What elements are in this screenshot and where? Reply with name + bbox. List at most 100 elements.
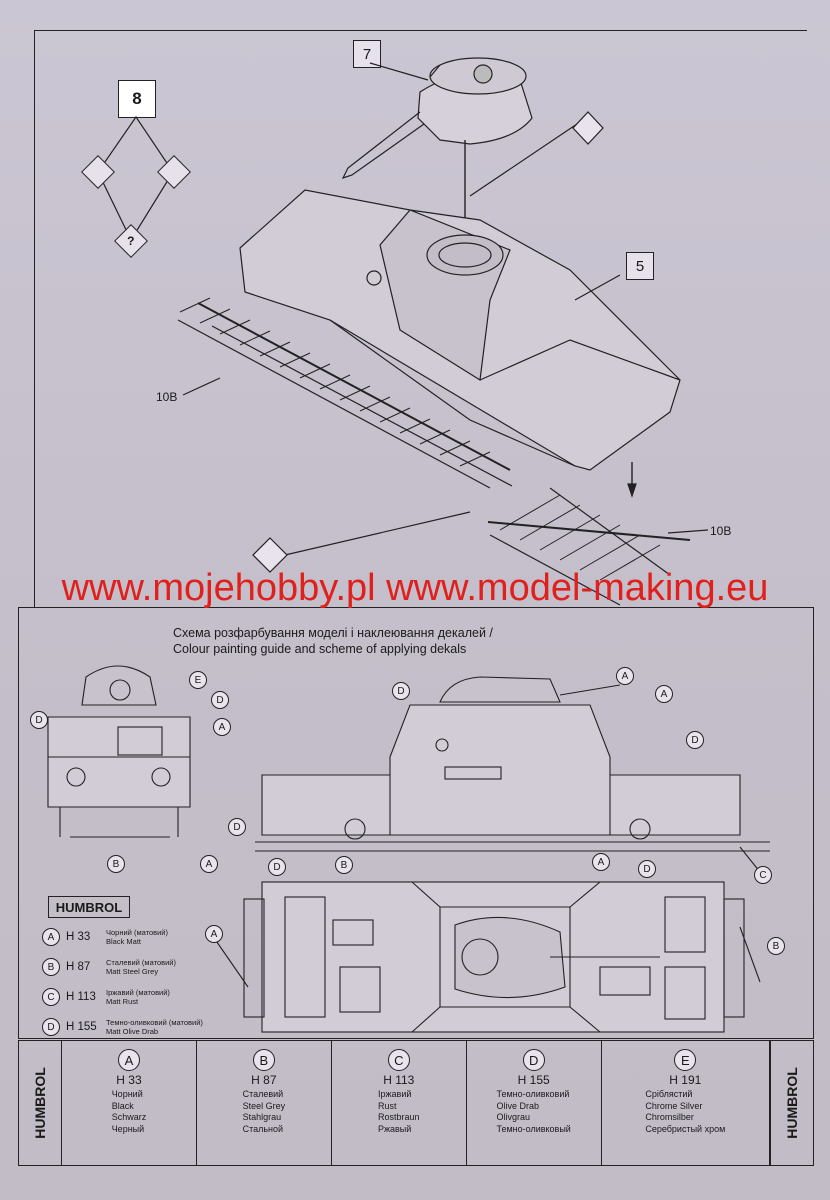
- callout-d-front-left: D: [30, 711, 48, 729]
- paint-name-b-en: Steel Grey: [242, 1100, 286, 1111]
- paint-column-a: A H 33 Чорний Black Schwarz Черный: [62, 1041, 197, 1165]
- callout-a-front: A: [213, 718, 231, 736]
- legend-en-d: Matt Olive Drab: [106, 1027, 159, 1036]
- paint-name-c-ru: Ржавый: [378, 1123, 412, 1134]
- part-10b-right-label: 10B: [710, 524, 732, 538]
- paint-column-c: C H 113 Іржавий Rust Rostbraun Ржавый: [332, 1041, 467, 1165]
- legend-ua-b: Сталевий (матовий): [106, 958, 176, 967]
- paint-name-e-en: Chrome Silver: [645, 1100, 703, 1111]
- color-guide-title-ua: Схема розфарбування моделі і наклеювання…: [173, 626, 493, 640]
- callout-a-side: A: [616, 667, 634, 685]
- step-8-box: 8: [118, 80, 156, 118]
- step-7-box: 7: [353, 40, 381, 68]
- paint-table-side-left: HUMBROL: [19, 1041, 62, 1165]
- paint-name-e-ru: Серебристый хром: [645, 1123, 726, 1134]
- legend-ua-d: Темно-оливковий (матовий): [106, 1018, 203, 1027]
- hull-drawing: [239, 123, 681, 498]
- paint-table-side-label-right: HUMBROL: [784, 1067, 800, 1139]
- website-watermark: www.mojehobby.pl www.model-making.eu: [61, 567, 769, 609]
- callout-a-side-2: A: [655, 685, 673, 703]
- legend-text-a: Чорний (матовий) Black Matt: [106, 928, 168, 946]
- step-5-box: 5: [626, 252, 654, 280]
- legend-mark-b: B: [42, 958, 60, 976]
- color-guide-drawings: [47, 665, 770, 1033]
- paint-table-side-label-left: HUMBROL: [32, 1067, 48, 1139]
- paint-name-a-en: Black: [111, 1100, 134, 1111]
- humbrol-legend-title: HUMBROL: [48, 896, 130, 918]
- callout-b-top: B: [767, 937, 785, 955]
- paint-mark-b: B: [252, 1049, 275, 1071]
- paint-table: HUMBROL A H 33 Чорний Black Schwarz Черн…: [18, 1040, 814, 1166]
- legend-text-c: Іржавий (матовий) Matt Rust: [106, 988, 170, 1006]
- front-view-drawing: [47, 665, 191, 838]
- color-guide-frame: [18, 607, 814, 1039]
- paint-name-c-de: Rostbraun: [378, 1112, 420, 1122]
- legend-text-b: Сталевий (матовий) Matt Steel Grey: [106, 958, 176, 976]
- callout-d-front: D: [211, 691, 229, 709]
- callout-d-side: D: [392, 682, 410, 700]
- legend-row-c: C H 113 Іржавий (матовий) Matt Rust: [42, 988, 170, 1006]
- paint-mark-c: C: [387, 1049, 410, 1071]
- paint-name-b-de: Stahlgrau: [242, 1112, 282, 1122]
- legend-code-d: H 155: [66, 1021, 97, 1033]
- paint-name-c-en: Rust: [378, 1100, 397, 1111]
- legend-row-d: D H 155 Темно-оливковий (матовий) Matt O…: [42, 1018, 203, 1036]
- legend-mark-a: A: [42, 928, 60, 946]
- paint-mark-e: E: [674, 1049, 697, 1071]
- paint-name-d-ru: Темно-оливковый: [496, 1123, 571, 1134]
- callout-d-side-right: D: [686, 731, 704, 749]
- side-view-drawing: [255, 676, 770, 852]
- paint-name-a-ru: Черный: [111, 1123, 145, 1134]
- callout-d-side-bottom: D: [638, 860, 656, 878]
- part-10b-left-label: 10B: [156, 390, 178, 404]
- paint-name-c-ua: Іржавий: [378, 1089, 412, 1099]
- paint-column-b: B H 87 Сталевий Steel Grey Stahlgrau Ста…: [197, 1041, 332, 1165]
- legend-code-a: H 33: [66, 931, 91, 943]
- paint-name-d-ua: Темно-оливковий: [496, 1089, 570, 1099]
- legend-mark-d: D: [42, 1018, 60, 1036]
- callout-a-top: A: [205, 925, 223, 943]
- paint-name-e-de: Chromsilber: [645, 1112, 694, 1122]
- legend-en-a: Black Matt: [106, 937, 142, 946]
- legend-en-c: Matt Rust: [106, 997, 139, 1006]
- paint-code-e: H 191: [669, 1073, 702, 1087]
- turret-drawing: [341, 57, 533, 180]
- legend-row-a: A H 33 Чорний (матовий) Black Matt: [42, 928, 168, 946]
- callout-b-side: B: [335, 856, 353, 874]
- legend-row-b: B H 87 Сталевий (матовий) Matt Steel Gre…: [42, 958, 176, 976]
- paint-code-b: H 87: [251, 1073, 277, 1087]
- callout-d-side-left: D: [268, 858, 286, 876]
- paint-column-d: D H 155 Темно-оливковий Olive Drab Olivg…: [467, 1041, 602, 1165]
- paint-table-side-right: HUMBROL: [770, 1041, 813, 1165]
- legend-text-d: Темно-оливковий (матовий) Matt Olive Dra…: [106, 1018, 203, 1036]
- top-view-drawing: [243, 881, 745, 1033]
- callout-a-side-bottom: A: [592, 853, 610, 871]
- paint-name-d-de: Olivgrau: [496, 1112, 530, 1122]
- callout-a-front-bottom: A: [200, 855, 218, 873]
- paint-name-a-ua: Чорний: [111, 1089, 143, 1099]
- legend-en-b: Matt Steel Grey: [106, 967, 159, 976]
- paint-code-c: H 113: [383, 1073, 415, 1087]
- legend-code-b: H 87: [66, 961, 91, 973]
- color-guide-title-en: Colour painting guide and scheme of appl…: [173, 642, 467, 656]
- assembly-drawing: [97, 57, 709, 606]
- rail-section-drawing: [177, 297, 709, 606]
- paint-name-a-de: Schwarz: [111, 1112, 147, 1122]
- color-guide-title: Схема розфарбування моделі і наклеювання…: [173, 625, 493, 657]
- callout-b-front: B: [107, 855, 125, 873]
- legend-ua-a: Чорний (матовий): [106, 928, 168, 937]
- paint-name-b-ru: Стальной: [242, 1123, 284, 1134]
- callout-d-front-right: D: [228, 818, 246, 836]
- paint-name-d-en: Olive Drab: [496, 1100, 539, 1111]
- legend-mark-c: C: [42, 988, 60, 1006]
- legend-code-c: H 113: [66, 991, 96, 1003]
- paint-name-e-ua: Сріблястий: [645, 1089, 693, 1099]
- callout-e-front: E: [189, 671, 207, 689]
- callout-c-side: C: [754, 866, 772, 884]
- legend-ua-c: Іржавий (матовий): [106, 988, 170, 997]
- paint-code-a: H 33: [116, 1073, 142, 1087]
- paint-mark-a: A: [117, 1049, 140, 1071]
- paint-name-b-ua: Сталевий: [242, 1089, 284, 1099]
- paint-mark-d: D: [522, 1049, 545, 1071]
